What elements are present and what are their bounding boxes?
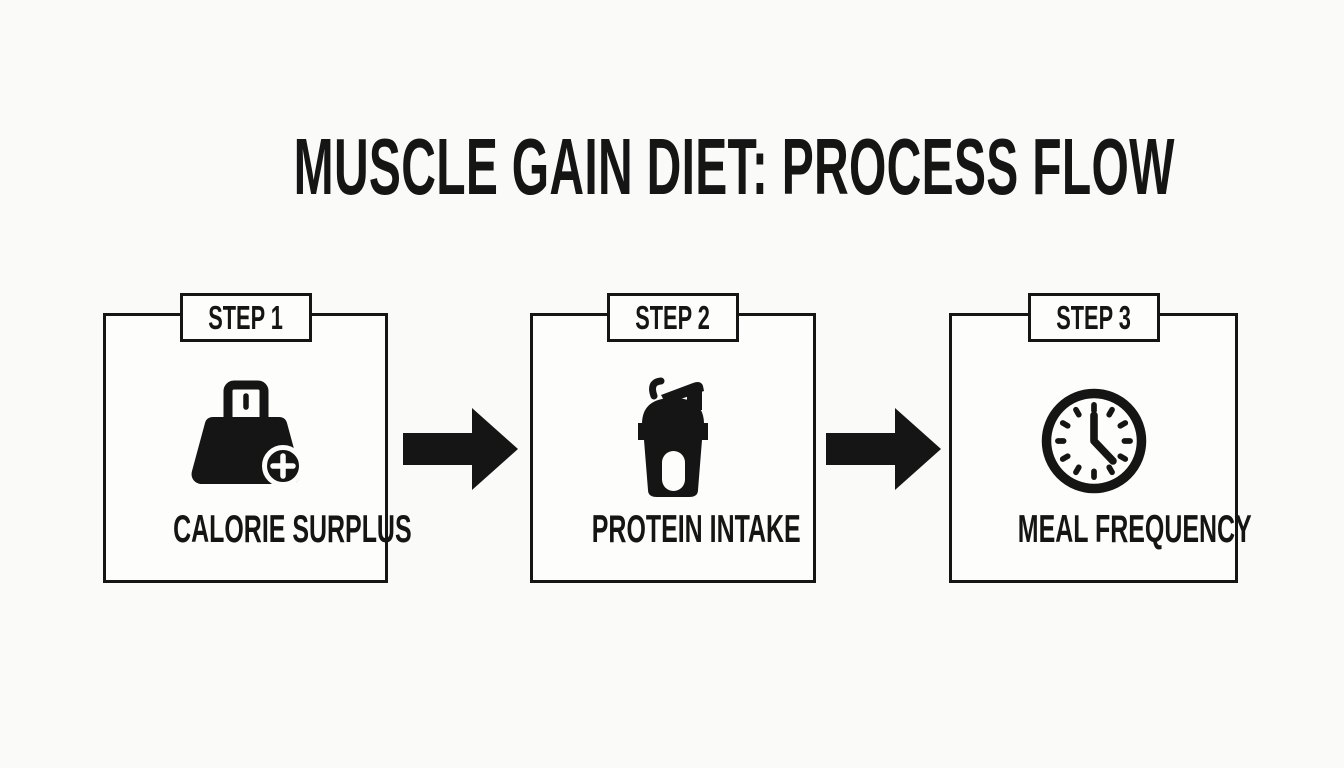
page-title: MUSCLE GAIN DIET: PROCESS FLOW bbox=[0, 127, 1344, 207]
step-1-tab: STEP 1 bbox=[179, 293, 312, 342]
step-card-1: STEP 1 CALORIE SURPLUS bbox=[103, 293, 412, 583]
arrow-right-icon bbox=[826, 408, 941, 490]
step-3-caption: MEAL FREQUENCY bbox=[952, 510, 1252, 549]
step-2-caption-text: PROTEIN INTAKE bbox=[591, 508, 801, 551]
step-3-tab: STEP 3 bbox=[1027, 293, 1160, 342]
step-1-caption: CALORIE SURPLUS bbox=[106, 510, 412, 549]
page-title-text: MUSCLE GAIN DIET: PROCESS FLOW bbox=[293, 122, 1175, 211]
weight-plus-icon bbox=[106, 379, 385, 489]
step-card-2: STEP 2 PROTEIN INTAKE bbox=[530, 293, 816, 583]
step-1-tab-label: STEP 1 bbox=[208, 299, 283, 336]
step-3-tab-label: STEP 3 bbox=[1056, 299, 1131, 336]
arrow-right-icon bbox=[403, 408, 518, 490]
step-1-caption-text: CALORIE SURPLUS bbox=[173, 508, 412, 551]
step-2-tab: STEP 2 bbox=[607, 293, 739, 342]
shaker-bottle-icon bbox=[533, 374, 813, 498]
step-3-caption-text: MEAL FREQUENCY bbox=[1017, 508, 1252, 551]
step-2-tab-label: STEP 2 bbox=[635, 299, 711, 336]
clock-icon bbox=[952, 384, 1235, 498]
step-2-caption: PROTEIN INTAKE bbox=[533, 510, 813, 549]
step-card-3: STEP 3 bbox=[949, 293, 1252, 583]
